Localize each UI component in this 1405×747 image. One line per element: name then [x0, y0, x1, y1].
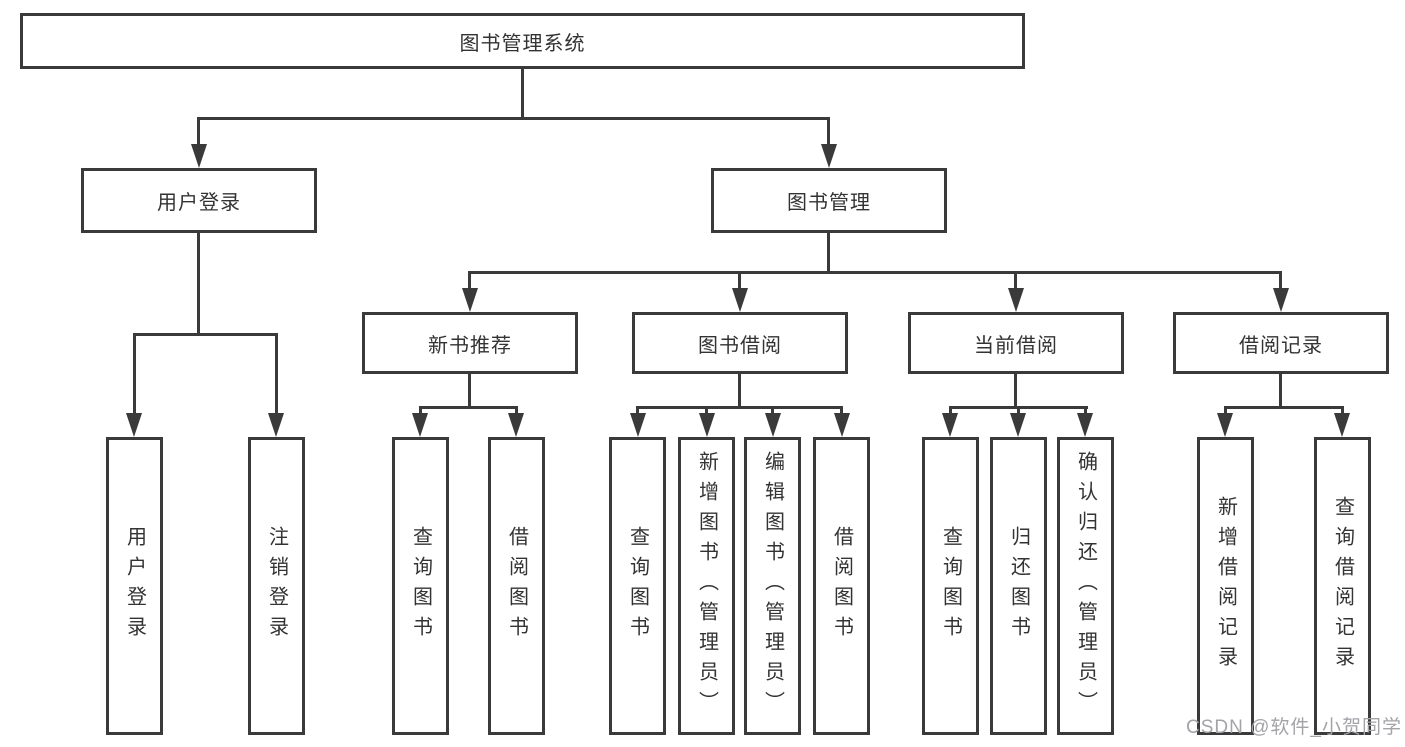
arrow-down-icon: [412, 413, 428, 437]
arrow-down-icon: [821, 144, 837, 168]
arrow-down-icon: [126, 413, 142, 437]
leaf-borrow-books-recommend: 借阅图书: [488, 437, 545, 735]
node-current-borrow: 当前借阅: [908, 312, 1124, 374]
connector-stem: [827, 233, 830, 274]
leaf-borrow-books: 借阅图书: [813, 437, 870, 735]
leaf-query-books-recommend: 查询图书: [392, 437, 449, 735]
connector-root-stem: [521, 66, 524, 120]
leaf-add-books-admin: 新增图书（管理员）: [678, 437, 735, 735]
arrow-down-icon: [942, 413, 958, 437]
connector-user-login-bar: [133, 333, 278, 336]
leaf-logout-label: 注销登录: [265, 526, 288, 646]
connector-stem: [1224, 406, 1227, 418]
arrow-down-icon: [699, 413, 715, 437]
connector-stem: [419, 406, 422, 418]
arrow-down-icon: [834, 413, 850, 437]
node-book-borrow-label: 图书借阅: [698, 334, 782, 357]
leaf-query-books-borrow: 查询图书: [609, 437, 666, 735]
connector-bar: [419, 406, 518, 409]
connector-bar: [1224, 406, 1344, 409]
node-book-management-label: 图书管理: [787, 192, 871, 214]
node-new-book-recommend: 新书推荐: [362, 312, 578, 374]
connector-stem: [197, 233, 200, 335]
csdn-watermark: CSDN @软件_小贺同学: [1186, 717, 1402, 738]
arrow-down-icon: [765, 413, 781, 437]
connector-stem: [1017, 406, 1020, 418]
connector-stem: [949, 406, 952, 418]
connector-stem: [1279, 374, 1282, 409]
leaf-query-books-current: 查询图书: [922, 437, 979, 735]
leaf-edit-books-admin-label: 编辑图书（管理员）: [761, 451, 784, 721]
leaf-logout: 注销登录: [248, 437, 305, 735]
node-borrow-records-label: 借阅记录: [1239, 334, 1323, 357]
node-book-management: 图书管理: [711, 168, 947, 233]
leaf-return-books-label: 归还图书: [1007, 526, 1030, 646]
node-root: 图书管理系统: [20, 13, 1025, 69]
leaf-query-borrow-record-label: 查询借阅记录: [1331, 496, 1354, 676]
connector-stem: [468, 271, 471, 293]
leaf-edit-books-admin: 编辑图书（管理员）: [744, 437, 801, 735]
node-book-borrow: 图书借阅: [632, 312, 848, 374]
connector-stem: [1014, 374, 1017, 409]
arrow-down-icon: [462, 288, 478, 312]
leaf-add-books-admin-label: 新增图书（管理员）: [695, 451, 718, 721]
arrow-down-icon: [1273, 288, 1289, 312]
arrow-down-icon: [1077, 413, 1093, 437]
connector-stem: [1341, 406, 1344, 418]
connector-stem: [840, 406, 843, 418]
connector-stem: [827, 117, 830, 149]
leaf-query-books-borrow-label: 查询图书: [626, 526, 649, 646]
leaf-confirm-return-admin-label: 确认归还（管理员）: [1074, 451, 1097, 721]
connector-stem: [515, 406, 518, 418]
leaf-add-borrow-record-label: 新增借阅记录: [1214, 496, 1237, 676]
leaf-user-login: 用户登录: [106, 437, 163, 735]
node-root-label: 图书管理系统: [459, 32, 586, 55]
arrow-down-icon: [268, 413, 284, 437]
connector-stem: [133, 333, 136, 419]
arrow-down-icon: [1010, 413, 1026, 437]
connector-stem: [468, 374, 471, 409]
leaf-query-books-current-label: 查询图书: [939, 526, 962, 646]
arrow-down-icon: [1334, 413, 1350, 437]
connector-stem: [197, 117, 200, 149]
leaf-confirm-return-admin: 确认归还（管理员）: [1057, 437, 1114, 735]
node-borrow-records: 借阅记录: [1173, 312, 1389, 374]
connector-stem: [738, 374, 741, 409]
arrow-down-icon: [630, 413, 646, 437]
node-new-book-recommend-label: 新书推荐: [428, 334, 512, 357]
arrow-down-icon: [1217, 413, 1233, 437]
arrow-down-icon: [508, 413, 524, 437]
leaf-borrow-books-recommend-label: 借阅图书: [505, 526, 528, 646]
arrow-down-icon: [732, 288, 748, 312]
connector-stem: [771, 406, 774, 418]
connector-stem: [738, 271, 741, 293]
node-user-login: 用户登录: [81, 168, 317, 233]
connector-stem: [275, 333, 278, 419]
node-user-login-label: 用户登录: [157, 192, 241, 214]
arrow-down-icon: [1008, 288, 1024, 312]
leaf-add-borrow-record: 新增借阅记录: [1197, 437, 1254, 735]
node-current-borrow-label: 当前借阅: [974, 334, 1058, 357]
leaf-user-login-label: 用户登录: [123, 526, 146, 646]
connector-stem: [1279, 271, 1282, 293]
leaf-query-borrow-record: 查询借阅记录: [1314, 437, 1371, 735]
connector-level2-bar: [197, 117, 830, 120]
connector-level3-bar: [468, 271, 1282, 274]
leaf-return-books: 归还图书: [990, 437, 1047, 735]
connector-bar: [636, 406, 843, 409]
leaf-query-books-recommend-label: 查询图书: [409, 526, 432, 646]
connector-stem: [636, 406, 639, 418]
connector-stem: [1084, 406, 1087, 418]
leaf-borrow-books-label: 借阅图书: [830, 526, 853, 646]
connector-stem: [705, 406, 708, 418]
connector-stem: [1014, 271, 1017, 293]
arrow-down-icon: [191, 144, 207, 168]
